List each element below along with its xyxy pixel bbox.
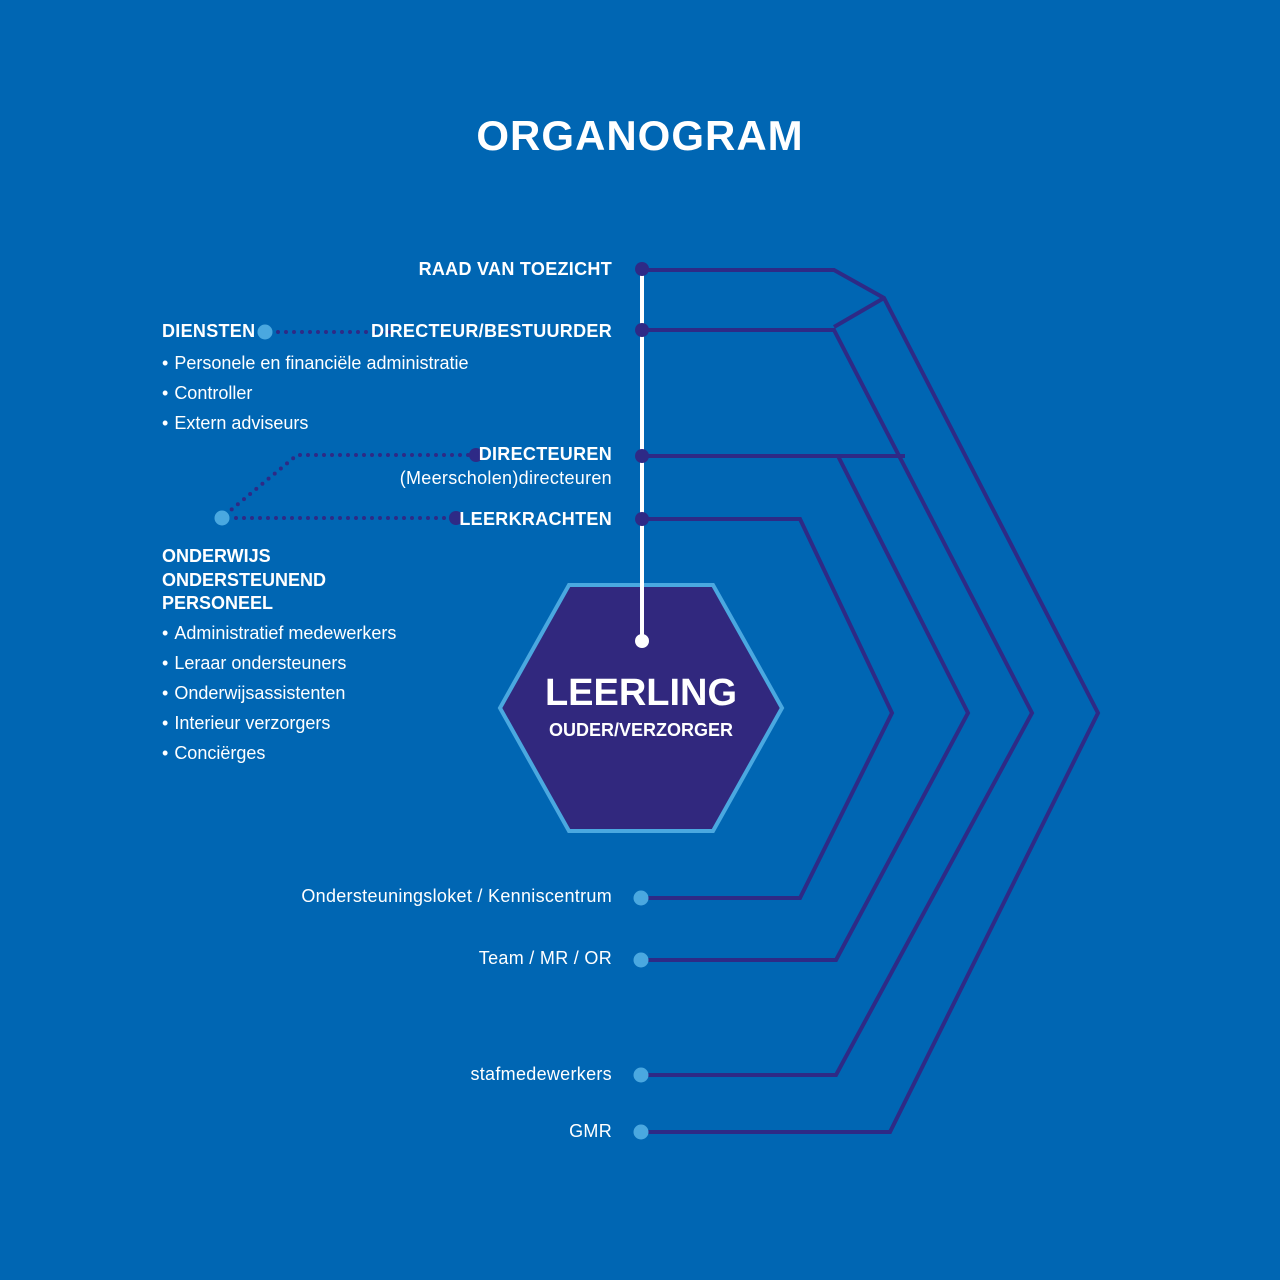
node-dot-bestuurder — [635, 323, 649, 337]
node-dot-hub — [635, 634, 649, 648]
diensten-title: DIENSTEN — [162, 321, 256, 341]
label-leerkrachten: LEERKRACHTEN — [459, 509, 612, 529]
connector-raad-gmr — [642, 268, 1101, 1134]
oop-item: Interieur verzorgers — [162, 708, 396, 738]
hub-subtitle: OUDER/VERZORGER — [548, 720, 734, 740]
diensten-item: Personele en financiële administratie — [162, 348, 468, 378]
node-dot-gmr — [633, 1124, 649, 1140]
diensten-item: Extern adviseurs — [162, 408, 468, 438]
oop-title-line: ONDERSTEUNEND — [162, 569, 327, 590]
oop-item: Administratief medewerkers — [162, 618, 396, 648]
oop-item: Onderwijsassistenten — [162, 678, 396, 708]
label-gmr: GMR — [569, 1121, 612, 1141]
node-dot-stafmedewerkers — [633, 1067, 649, 1083]
dotted-directeuren-oop — [223, 453, 478, 517]
node-dot-directeuren — [635, 449, 649, 463]
oop-item: Leraar ondersteuners — [162, 648, 396, 678]
label-team-mr-or: Team / MR / OR — [478, 948, 612, 968]
label-directeuren-sub: (Meerscholen)directeuren — [399, 468, 612, 488]
oop-item: Conciërges — [162, 738, 396, 768]
connector-directeuren-team — [642, 454, 971, 962]
node-dot-oop — [214, 510, 230, 526]
label-raad-van-toezicht: RAAD VAN TOEZICHT — [418, 259, 612, 279]
node-dot-loket — [633, 890, 649, 906]
label-directeur-bestuurder: DIRECTEUR/BESTUURDER — [370, 321, 612, 341]
node-dot-raad — [635, 262, 649, 276]
connector-bestuurder-branch — [832, 296, 886, 329]
diensten-item: Controller — [162, 378, 468, 408]
oop-title: ONDERWIJS ONDERSTEUNEND PERSONEEL — [162, 545, 326, 616]
hub-title: LEERLING — [544, 672, 738, 714]
node-dot-diensten — [257, 324, 273, 340]
node-dot-leerkrachten-left — [449, 511, 463, 525]
oop-title-line: PERSONEEL — [162, 593, 274, 613]
node-dot-directeuren-left — [469, 448, 483, 462]
connector-bestuurder-stafmedewerkers — [642, 328, 1035, 1077]
node-dot-leerkrachten — [635, 512, 649, 526]
hub-hexagon — [497, 583, 785, 833]
page-title: ORGANOGRAM — [476, 112, 804, 159]
oop-list: Administratief medewerkers Leraar onders… — [162, 618, 396, 768]
node-dot-team — [633, 952, 649, 968]
label-directeuren: DIRECTEUREN — [478, 444, 612, 464]
label-stafmedewerkers: stafmedewerkers — [470, 1064, 612, 1084]
diensten-list: Personele en financiële administratie Co… — [162, 348, 468, 438]
oop-title-line: ONDERWIJS — [162, 546, 271, 566]
label-ondersteuningsloket: Ondersteuningsloket / Kenniscentrum — [301, 886, 612, 906]
connector-leerkrachten-loket — [642, 517, 895, 900]
